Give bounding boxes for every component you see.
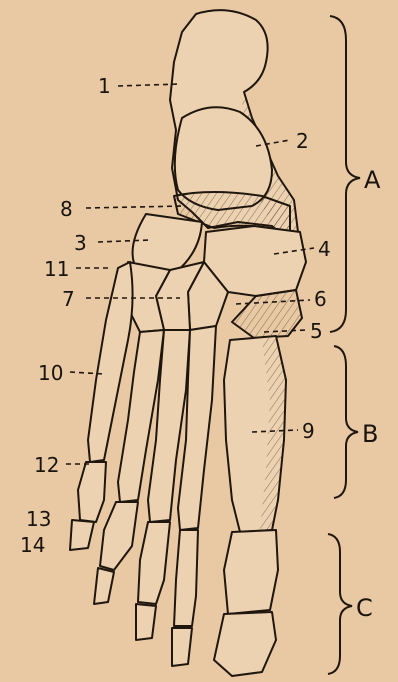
- label-9: 9: [302, 419, 315, 443]
- toe-phalanx-3a: [138, 522, 170, 604]
- navicular-bone: [133, 214, 202, 272]
- label-13: 13: [26, 507, 51, 531]
- label-6: 6: [314, 287, 327, 311]
- label-4: 4: [318, 237, 331, 261]
- group-braces: [328, 16, 360, 674]
- brace-a: [330, 16, 360, 332]
- big-toe-proximal: [224, 530, 278, 614]
- label-11: 11: [44, 257, 69, 281]
- big-toe-distal: [214, 612, 276, 676]
- label-7: 7: [62, 287, 75, 311]
- label-8: 8: [60, 197, 73, 221]
- label-5: 5: [310, 319, 323, 343]
- toe-phalanx-3b: [136, 604, 156, 640]
- foot-bones: [70, 10, 306, 676]
- label-10: 10: [38, 361, 63, 385]
- toe-phalanx-4a: [174, 530, 198, 626]
- label-12: 12: [34, 453, 59, 477]
- brace-b: [334, 346, 358, 498]
- toe-phalanx-left-2: [70, 520, 94, 550]
- toe-phalanx-4b: [172, 628, 192, 666]
- toe-phalanx-left-1: [78, 462, 106, 522]
- group-label-c: C: [356, 594, 373, 622]
- leader-8: [86, 206, 184, 208]
- group-label-a: A: [364, 166, 381, 194]
- label-2: 2: [296, 129, 309, 153]
- label-3: 3: [74, 231, 87, 255]
- group-label-b: B: [362, 420, 378, 448]
- group-letters: A B C: [356, 166, 381, 622]
- label-14: 14: [20, 533, 45, 557]
- toe-phalanx-2a: [100, 502, 138, 570]
- brace-c: [328, 534, 352, 674]
- toe-phalanx-2b: [94, 568, 114, 604]
- label-1: 1: [98, 74, 111, 98]
